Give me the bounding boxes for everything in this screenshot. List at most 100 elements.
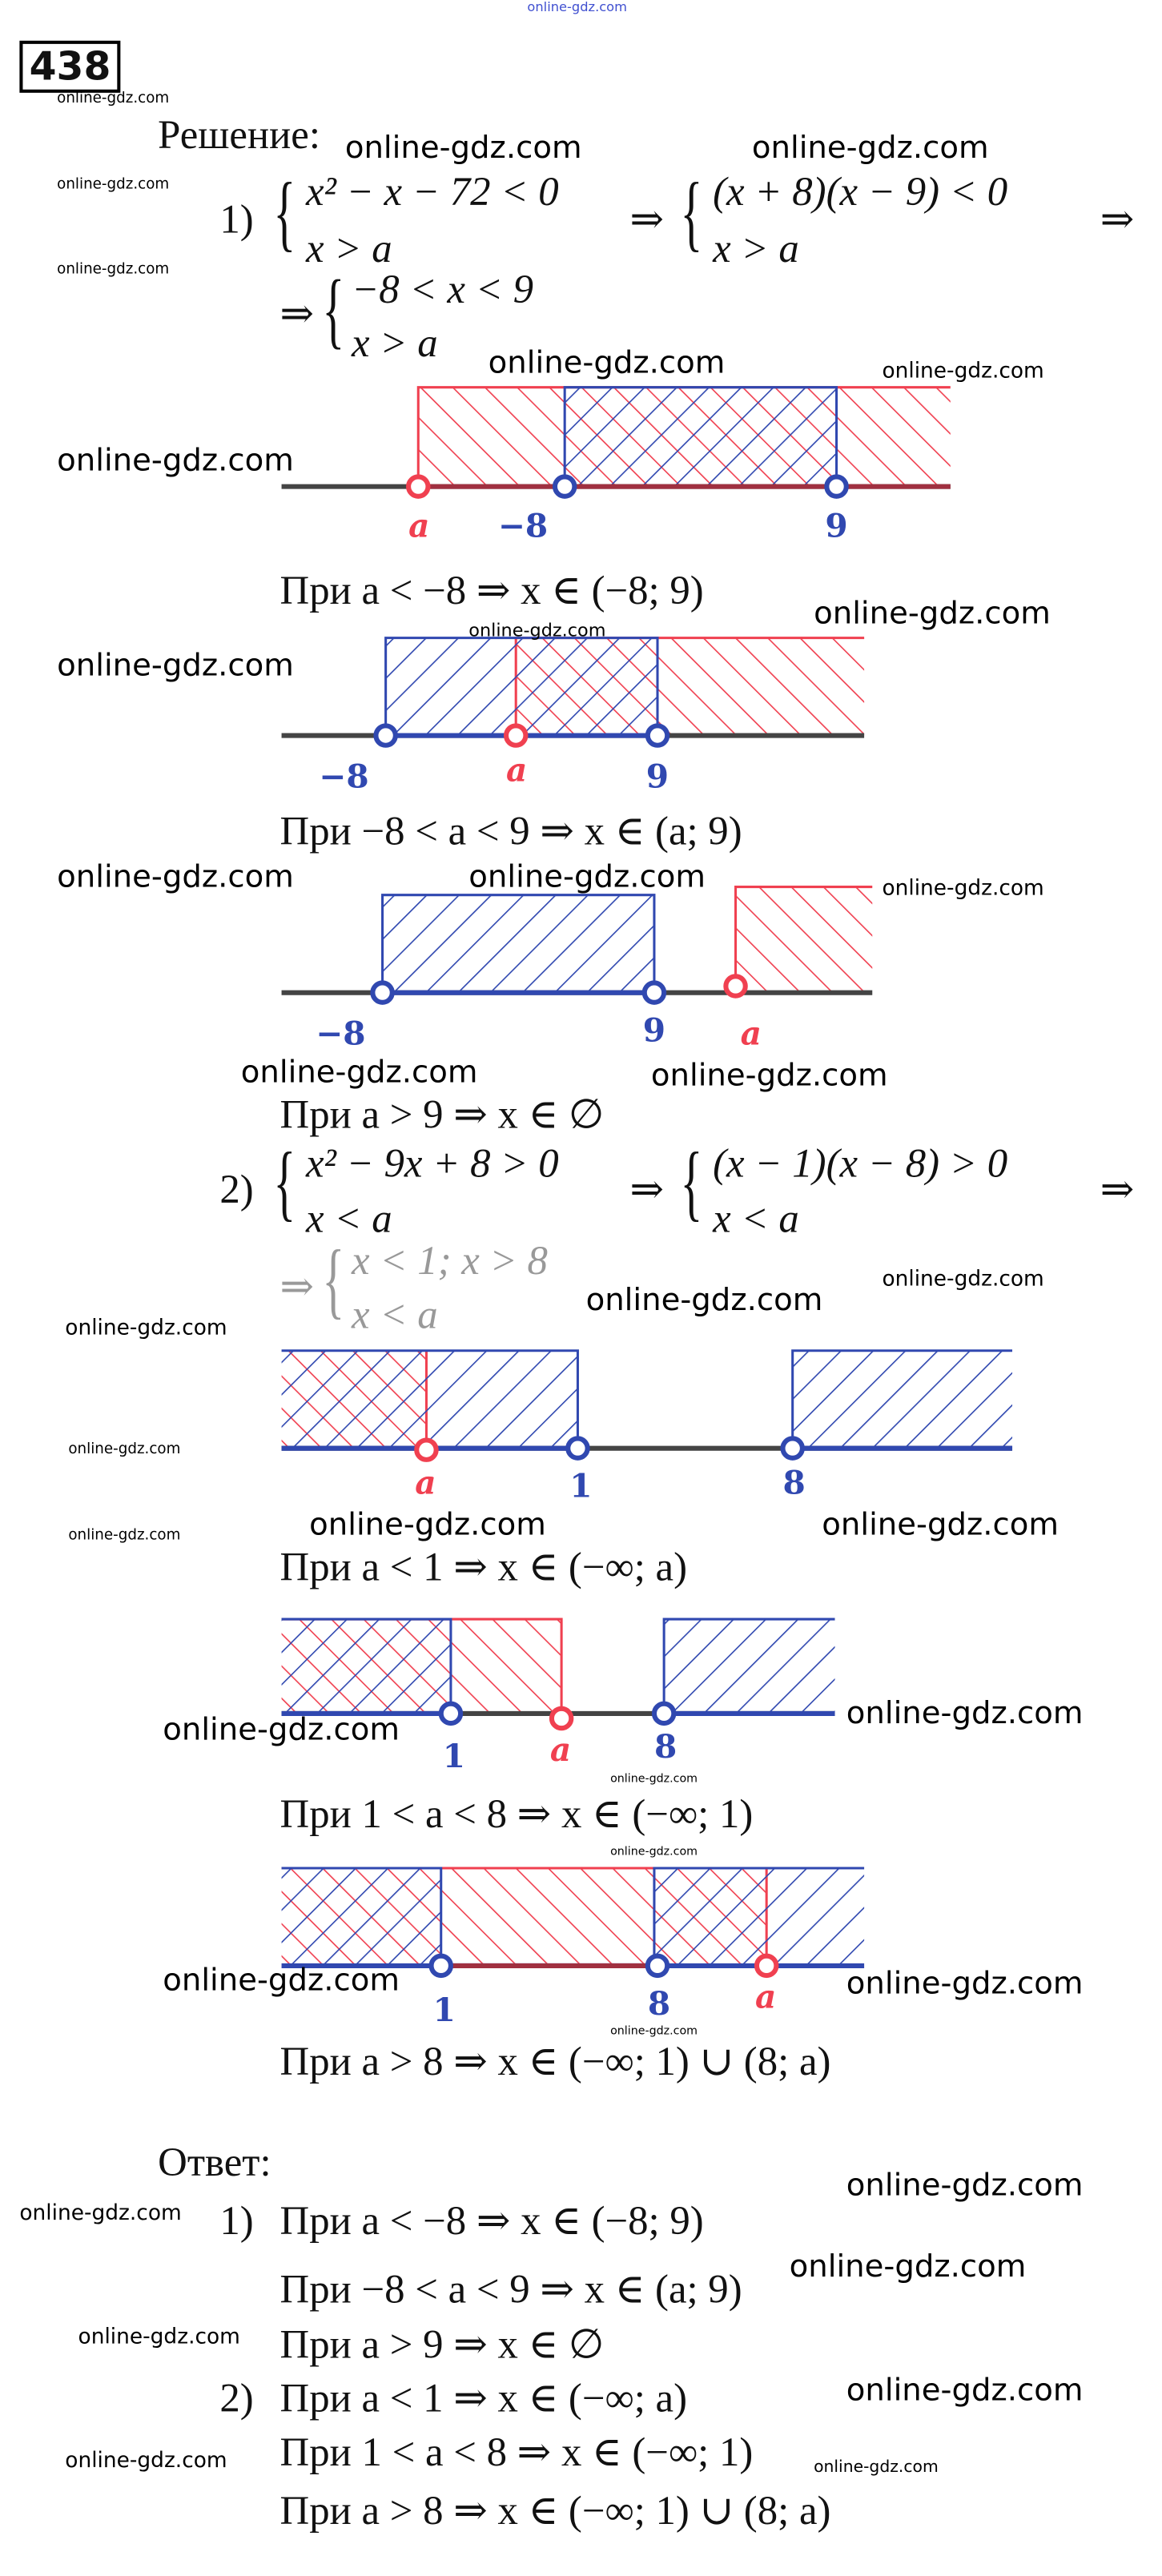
case-2-3: При a > 8 ⇒ x ∈ (−∞; 1) ∪ (8; a): [279, 2040, 831, 2085]
label-minus8: −8: [316, 1015, 365, 1053]
label-9: 9: [825, 507, 847, 545]
part1-sys1-line2: x > a: [306, 227, 392, 272]
label-1: 1: [569, 1467, 592, 1505]
part1-sys3-line1: −8 < x < 9: [351, 268, 533, 313]
watermark: online-gdz.com: [65, 1316, 227, 1341]
case-1-3: При a > 9 ⇒ x ∈ ∅: [279, 1093, 605, 1138]
case-1-1: При a < −8 ⇒ x ∈ (−8; 9): [279, 569, 704, 614]
implies: ⇒: [279, 292, 315, 337]
watermark: online-gdz.com: [240, 1054, 478, 1091]
label-a: a: [415, 1464, 436, 1502]
label-9: 9: [643, 1011, 665, 1050]
part1-sys1-line1: x² − x − 72 < 0: [306, 171, 559, 215]
watermark: online-gdz.com: [751, 130, 989, 167]
watermark: online-gdz.com: [57, 177, 170, 194]
watermark: online-gdz.com: [163, 1711, 400, 1748]
part2-sys1-line2: x < a: [306, 1197, 392, 1242]
number-line-3: −8 9 a: [281, 886, 873, 1053]
watermark: online-gdz.com: [57, 90, 170, 108]
watermark: online-gdz.com: [488, 344, 726, 381]
label-8: 8: [654, 1727, 677, 1766]
top-watermark: online-gdz.com: [527, 0, 627, 15]
watermark: online-gdz.com: [650, 1057, 888, 1094]
implies: ⇒: [279, 1266, 315, 1310]
number-line-2: −8 a 9: [281, 637, 865, 796]
watermark: online-gdz.com: [68, 1441, 181, 1458]
label-a: a: [550, 1730, 571, 1769]
case-2-1: При a < 1 ⇒ x ∈ (−∞; a): [279, 1545, 688, 1590]
point-9: [824, 474, 849, 499]
number-line-4: a 1 8: [281, 1349, 1013, 1505]
part2-sys1-line1: x² − 9x + 8 > 0: [306, 1142, 559, 1187]
watermark: online-gdz.com: [814, 595, 1051, 632]
watermark: online-gdz.com: [882, 360, 1044, 384]
blue-region: [563, 386, 838, 487]
brace: {: [680, 167, 703, 261]
watermark: online-gdz.com: [309, 1506, 546, 1543]
watermark: online-gdz.com: [610, 1772, 698, 1786]
implies: ⇒: [1100, 1168, 1135, 1212]
label-a: a: [755, 1978, 776, 2016]
label-minus8: −8: [498, 507, 548, 545]
watermark: online-gdz.com: [789, 2248, 1027, 2285]
number-line-6: 1 8 a: [281, 1867, 865, 2029]
point-a: [406, 474, 431, 499]
watermark: online-gdz.com: [846, 1965, 1084, 2002]
answer-part1-label: 1): [219, 2200, 254, 2244]
answer-item: При a > 8 ⇒ x ∈ (−∞; 1) ∪ (8; a): [279, 2490, 831, 2534]
watermark: online-gdz.com: [846, 2372, 1084, 2409]
part1-label: 1): [219, 198, 254, 243]
watermark: online-gdz.com: [610, 2024, 698, 2038]
case-1-2: При −8 < a < 9 ⇒ x ∈ (a; 9): [279, 810, 742, 854]
part1-sys2-line1: (x + 8)(x − 9) < 0: [713, 171, 1008, 215]
watermark: online-gdz.com: [19, 2201, 182, 2227]
brace: {: [273, 1137, 296, 1231]
label-a: a: [506, 750, 527, 789]
watermark: online-gdz.com: [610, 1845, 698, 1859]
watermark: online-gdz.com: [585, 1282, 823, 1319]
problem-number: 438: [19, 40, 121, 93]
watermark: online-gdz.com: [57, 859, 294, 895]
answer-item: При −8 < a < 9 ⇒ x ∈ (a; 9): [279, 2268, 742, 2313]
answer-heading: Ответ:: [158, 2141, 271, 2186]
watermark: online-gdz.com: [468, 859, 706, 895]
part2-sys2-line1: (x − 1)(x − 8) > 0: [713, 1142, 1008, 1187]
answer-part2-label: 2): [219, 2377, 254, 2421]
number-line-1: a −8 9: [281, 386, 951, 545]
answer-item: При 1 < a < 8 ⇒ x ∈ (−∞; 1): [279, 2431, 754, 2475]
label-1: 1: [443, 1737, 465, 1775]
label-a: a: [408, 507, 429, 545]
brace: {: [322, 1235, 345, 1328]
watermark: online-gdz.com: [882, 877, 1044, 902]
label-8: 8: [648, 1984, 670, 2023]
part2-label: 2): [219, 1168, 254, 1212]
watermark: online-gdz.com: [68, 1528, 181, 1545]
implies: ⇒: [1100, 198, 1135, 243]
watermark: online-gdz.com: [57, 442, 294, 479]
watermark: online-gdz.com: [57, 647, 294, 684]
part1-sys3-line2: x > a: [351, 322, 438, 367]
watermark: online-gdz.com: [57, 262, 170, 279]
watermark: online-gdz.com: [65, 2449, 227, 2474]
answer-item: При a < −8 ⇒ x ∈ (−8; 9): [279, 2200, 704, 2244]
watermark: online-gdz.com: [822, 1506, 1059, 1543]
watermark: online-gdz.com: [468, 620, 606, 641]
label-minus8: −8: [319, 758, 368, 796]
watermark: online-gdz.com: [882, 1268, 1044, 1292]
part2-sys2-line2: x < a: [713, 1197, 799, 1242]
point-minus8: [552, 474, 577, 499]
part2-sys3-line2: x < a: [351, 1293, 438, 1338]
implies: ⇒: [629, 198, 665, 243]
brace: {: [273, 167, 296, 261]
answer-item: При a < 1 ⇒ x ∈ (−∞; a): [279, 2377, 688, 2421]
number-line-5: 1 a 8: [281, 1618, 835, 1775]
label-1: 1: [433, 1991, 456, 2029]
watermark: online-gdz.com: [344, 130, 582, 167]
part1-sys2-line2: x > a: [713, 227, 799, 272]
case-2-2: При 1 < a < 8 ⇒ x ∈ (−∞; 1): [279, 1793, 754, 1838]
solution-heading: Решение:: [158, 114, 320, 159]
watermark: online-gdz.com: [163, 1962, 400, 1999]
brace: {: [322, 265, 345, 359]
